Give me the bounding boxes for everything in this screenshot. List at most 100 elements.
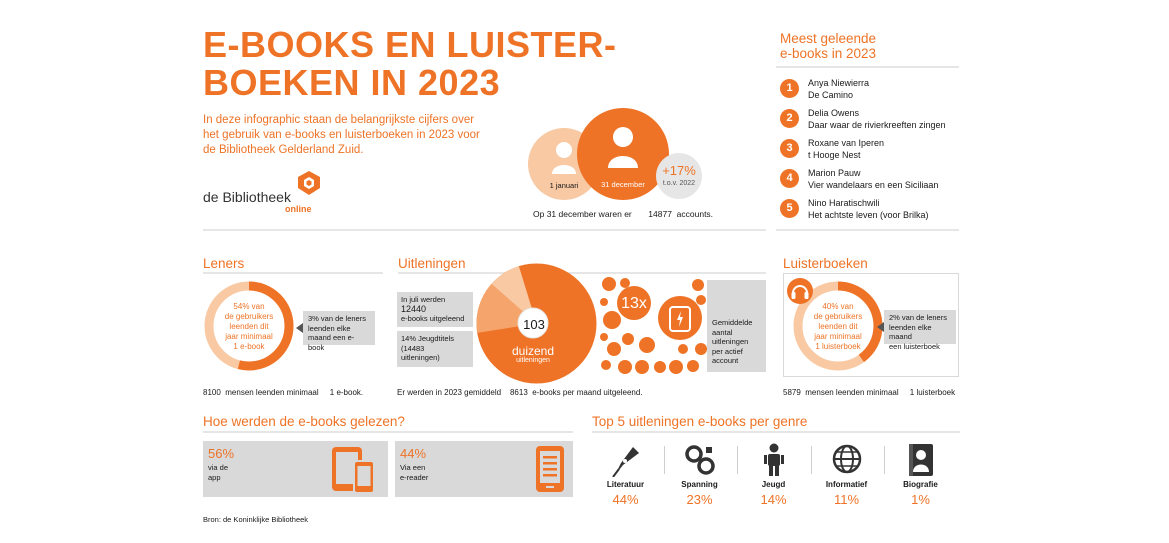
book-title: t Hooge Nest	[808, 150, 861, 160]
genre-label: Biografie	[903, 480, 938, 489]
pointer-arrow	[877, 322, 884, 332]
genre-item: Spanning 23%	[668, 440, 731, 510]
accounts-jan-label: 1 januari	[549, 181, 579, 190]
uitleningen-big-label: duizend	[511, 344, 555, 358]
genre-value: 23%	[686, 492, 713, 507]
accounts-dec-circle: 31 december	[577, 108, 669, 200]
genre-item: Jeugd 14%	[742, 440, 805, 510]
multiplier-label: 13x	[621, 295, 647, 312]
page-title-line2: BOEKEN IN 2023	[203, 62, 501, 103]
divider	[737, 446, 738, 474]
book-author: Roxane van Iperen	[808, 138, 885, 148]
accounts-caption: Op 31 december waren er 14877 accounts.	[533, 209, 714, 219]
divider	[203, 272, 383, 274]
uitleningen-footer: Er werden in 2023 gemiddeld 8613 e-books…	[397, 388, 643, 397]
growth-sub: t.o.v. 2022	[662, 180, 696, 187]
logo-sub: online	[285, 204, 312, 214]
ereader-icon	[536, 446, 564, 492]
genre-item: Literatuur 44%	[594, 440, 657, 510]
book-title: De Camino	[808, 90, 854, 100]
genre-label: Jeugd	[761, 480, 786, 489]
list-item: 1 Anya Niewierra De Camino	[780, 75, 960, 105]
luisterboeken-footer: 5879 mensen leenden minimaal 1 luisterbo…	[783, 388, 956, 397]
divider	[203, 431, 573, 433]
logo-text: de Bibliotheek	[203, 189, 291, 205]
bibliotheek-logo-icon	[298, 171, 320, 195]
book-title: Vier wandelaars en een Siciliaan	[808, 180, 939, 190]
page-title-line1: E-BOOKS EN LUISTER-	[203, 24, 617, 65]
divider	[398, 272, 766, 274]
list-item: 4 Marion Pauw Vier wandelaars en een Sic…	[780, 165, 960, 195]
uitleningen-heading: Uitleningen	[398, 256, 466, 271]
bibliotheek-logo: de Bibliotheek online	[203, 170, 333, 220]
pointer-arrow	[296, 323, 303, 333]
growth-value: +17%	[662, 163, 696, 178]
accounts-dec-label: 31 december	[601, 180, 645, 189]
divider	[776, 229, 959, 231]
rank-badge: 1	[780, 79, 799, 98]
book-author: Delia Owens	[808, 108, 860, 118]
book-author: Nino Haratischwili	[808, 198, 880, 208]
divider	[664, 446, 665, 474]
genres-row: Literatuur 44% Spanning 23% Jeugd 14%	[594, 440, 960, 510]
dots-cluster	[600, 277, 707, 374]
leners-heading: Leners	[203, 256, 245, 271]
rank-badge: 2	[780, 109, 799, 128]
genre-item: Informatief 11%	[815, 440, 878, 510]
genre-item: Biografie 1%	[889, 440, 952, 510]
luisterboeken-panel	[783, 273, 959, 377]
rank-badge: 3	[780, 139, 799, 158]
list-item: 3 Roxane van Iperen t Hooge Nest	[780, 135, 960, 165]
genre-label: Informatief	[825, 480, 868, 489]
genre-label: Spanning	[681, 480, 718, 489]
divider	[776, 66, 959, 68]
reading-heading: Hoe werden de e-books gelezen?	[203, 414, 405, 429]
divider	[811, 446, 812, 474]
portrait-icon	[909, 444, 933, 476]
uitleningen-pie	[476, 263, 597, 384]
divider	[592, 431, 960, 433]
genre-label: Literatuur	[606, 480, 645, 489]
leners-footer: 8100 mensen leenden minimaal 1 e-book.	[203, 388, 364, 397]
list-item: 2 Delia Owens Daar waar de rivierkreefte…	[780, 105, 960, 135]
source-note: Bron: de Koninklijke Bibliotheek	[203, 515, 309, 524]
leners-ring	[204, 281, 294, 371]
genre-value: 44%	[612, 492, 639, 507]
divider	[203, 229, 766, 231]
intro-text: In deze infographic staan de belangrijks…	[203, 114, 480, 156]
top-read-list: 1 Anya Niewierra De Camino 2 Delia Owens…	[780, 75, 960, 225]
uitleningen-center-value: 103	[523, 317, 545, 332]
app-percent: 56%	[208, 446, 235, 461]
tablet-phone-icon	[332, 447, 375, 494]
book-title: Daar waar de rivierkreeften zingen	[808, 120, 946, 130]
genre-value: 14%	[760, 492, 787, 507]
genre-value: 11%	[833, 492, 860, 507]
genre-value: 1%	[911, 492, 930, 507]
list-item: 5 Nino Haratischwili Het achtste leven (…	[780, 195, 960, 225]
globe-icon	[832, 444, 862, 474]
top-read-heading: Meest geleende e-books in 2023	[780, 31, 877, 61]
handcuffs-icon	[685, 445, 715, 475]
book-author: Anya Niewierra	[808, 78, 870, 88]
reader-percent: 44%	[400, 446, 427, 461]
pen-nib-icon	[612, 447, 639, 477]
child-icon	[764, 443, 784, 476]
growth-badge: +17% t.o.v. 2022	[656, 153, 702, 199]
luisterboeken-heading: Luisterboeken	[783, 256, 868, 271]
book-title: Het achtste leven (voor Brilka)	[808, 210, 929, 220]
person-icon	[608, 127, 638, 168]
book-author: Marion Pauw	[808, 168, 861, 178]
rank-badge: 4	[780, 169, 799, 188]
ebook-icon	[669, 306, 691, 332]
rank-badge: 5	[780, 199, 799, 218]
divider	[884, 446, 885, 474]
